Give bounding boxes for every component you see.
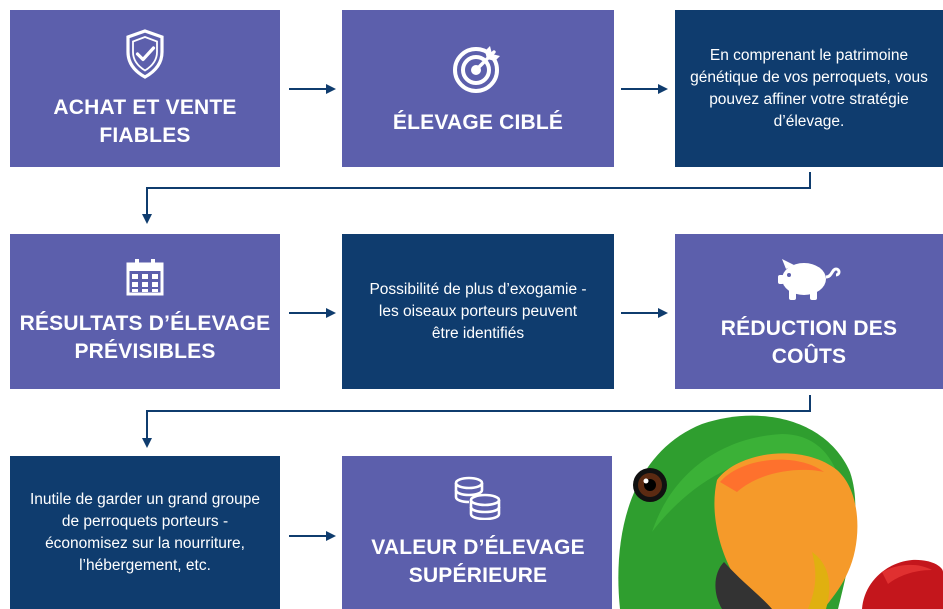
box-predictable-results: RÉSULTATS D’ÉLEVAGE PRÉVISIBLES <box>10 234 280 389</box>
box-higher-value: VALEUR D’ÉLEVAGE SUPÉRIEURE <box>342 456 614 609</box>
arrow-3-4 <box>142 172 811 224</box>
box-reliable-trade: ACHAT ET VENTE FIABLES <box>10 10 280 167</box>
target-arrow-icon <box>453 45 500 93</box>
box-targeted-breeding: ÉLEVAGE CIBLÉ <box>342 10 614 167</box>
shield-check-icon <box>126 28 164 79</box>
box-title: ACHAT ET VENTE FIABLES <box>53 95 237 147</box>
piggy-bank-icon <box>778 258 841 300</box>
calendar-icon <box>126 258 164 295</box>
coins-icon <box>454 476 501 520</box>
arrow-6-7 <box>142 395 811 448</box>
box-smaller-group: Inutile de garder un grand groupe de per… <box>10 456 280 609</box>
box-title: VALEUR D’ÉLEVAGE SUPÉRIEURE <box>371 535 585 587</box>
box-description: Inutile de garder un grand groupe de per… <box>29 490 261 574</box>
box-description: Possibilité de plus d’exogamie - les ois… <box>369 280 587 342</box>
box-cost-reduction: RÉDUCTION DES COÛTS <box>675 234 943 389</box>
parrot-photo <box>612 412 943 609</box>
box-exogamy: Possibilité de plus d’exogamie - les ois… <box>342 234 614 389</box>
box-title: ÉLEVAGE CIBLÉ <box>392 110 564 134</box>
box-title: RÉDUCTION DES COÛTS <box>720 316 898 368</box>
box-genetic-strategy: En comprenant le patrimoine génétique de… <box>675 10 943 167</box>
box-title: RÉSULTATS D’ÉLEVAGE PRÉVISIBLES <box>19 311 271 363</box>
box-description: En comprenant le patrimoine génétique de… <box>690 46 928 130</box>
